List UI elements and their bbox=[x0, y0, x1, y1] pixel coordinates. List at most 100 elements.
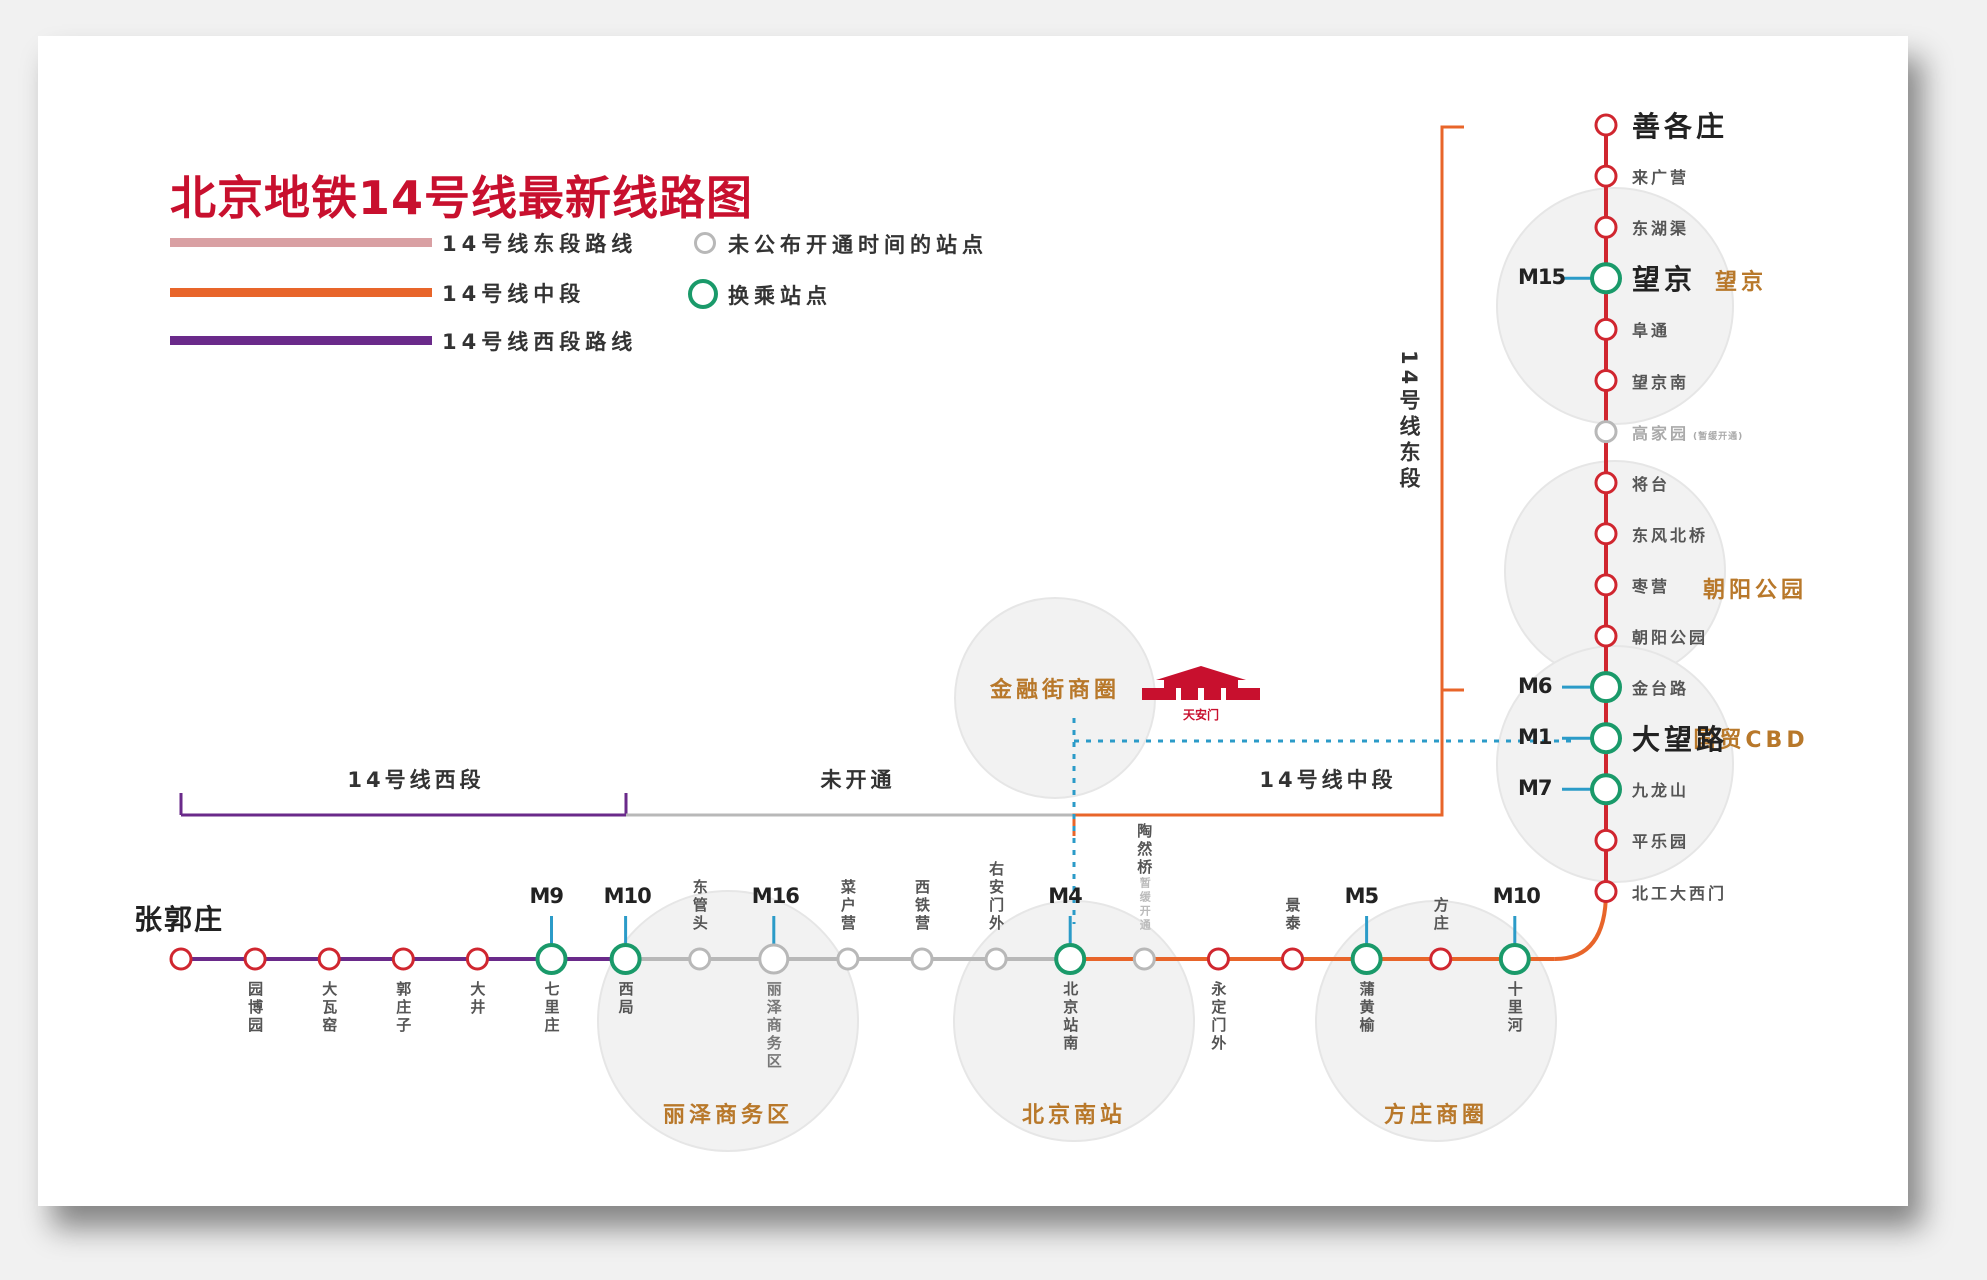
station-dot bbox=[1594, 624, 1618, 648]
station-dot bbox=[1590, 722, 1622, 755]
area-bubble bbox=[1496, 187, 1734, 425]
bracket-middle-east bbox=[1072, 125, 1464, 836]
station-dot bbox=[688, 947, 712, 971]
station-dot bbox=[169, 947, 193, 971]
segment-middle-label: 14号线中段 bbox=[1259, 768, 1397, 792]
station-label-wangjing: 望京 bbox=[1632, 263, 1697, 297]
tiananmen-gate-icon bbox=[1142, 666, 1260, 700]
station-dot bbox=[1350, 943, 1383, 975]
station-label-yuanboyuan: 园博园 bbox=[246, 981, 265, 1035]
station-dot bbox=[465, 947, 489, 971]
legend-west-swatch bbox=[170, 336, 432, 345]
station-dot bbox=[836, 947, 860, 971]
station-label-fangzhuang: 方庄 bbox=[1431, 897, 1450, 933]
station-dot bbox=[609, 943, 642, 975]
station-dot bbox=[1281, 947, 1304, 971]
station-label-yongdingmenwai: 永定门外 bbox=[1209, 981, 1228, 1053]
station-dot bbox=[1429, 947, 1453, 971]
station-dot bbox=[1054, 943, 1087, 975]
station-dot bbox=[1594, 828, 1618, 852]
station-label-beigongdaximen: 北工大西门 bbox=[1632, 883, 1728, 903]
station-label-shilihe: 十里河 bbox=[1505, 981, 1524, 1035]
station-dot bbox=[1594, 880, 1618, 903]
tiananmen-label: 天安门 bbox=[1182, 708, 1220, 722]
station-label-puhuangyu: 蒲黄榆 bbox=[1357, 981, 1376, 1035]
station-dot bbox=[1590, 262, 1622, 295]
station-dot bbox=[1594, 113, 1618, 137]
transfer-line-badge: M15 bbox=[1518, 265, 1566, 290]
station-label-gaojiayuan: 高家园(暂缓开通) bbox=[1632, 423, 1744, 443]
station-label-jingtai: 景泰 bbox=[1283, 897, 1302, 933]
dotted-link bbox=[1072, 718, 1573, 924]
map-title: 北京地铁14号线最新线路图 bbox=[170, 171, 754, 225]
segment-unopened-label: 未开通 bbox=[820, 768, 896, 792]
station-label-zaoying: 枣营 bbox=[1632, 576, 1671, 596]
station-label-caihuying: 菜户营 bbox=[838, 879, 857, 933]
station-dot bbox=[391, 947, 415, 971]
station-label-jiangtai: 将台 bbox=[1632, 474, 1671, 494]
unopened-station-icon bbox=[694, 232, 716, 254]
metro-map bbox=[169, 113, 1734, 1152]
segment-east-label: 14号线东段 bbox=[1397, 350, 1421, 494]
legend-unopened-label: 未公布开通时间的站点 bbox=[728, 233, 988, 257]
station-dot bbox=[1594, 164, 1618, 188]
legend-middle-swatch bbox=[170, 288, 432, 297]
station-dot bbox=[243, 947, 267, 971]
transfer-line-badge: M6 bbox=[1518, 674, 1553, 699]
station-label-dawanglu: 大望路 bbox=[1632, 723, 1729, 757]
legend-east-label: 14号线东段路线 bbox=[442, 232, 638, 256]
station-label-laiguangying: 来广营 bbox=[1632, 168, 1690, 188]
transfer-line-badge: M10 bbox=[1492, 884, 1541, 908]
transfer-line-badge: M5 bbox=[1344, 884, 1380, 908]
transfer-station-icon bbox=[688, 279, 718, 309]
station-label-xitieying: 西铁营 bbox=[913, 879, 931, 933]
area-chaoyang-park: 朝阳公园 bbox=[1702, 578, 1808, 603]
station-label-youanmenwai: 右安门外 bbox=[987, 861, 1006, 933]
area-wangjing: 望京 bbox=[1714, 270, 1768, 295]
station-dot bbox=[1594, 369, 1618, 392]
station-dot bbox=[1206, 947, 1230, 971]
station-label-dawayao: 大瓦窑 bbox=[320, 981, 339, 1035]
station-label-dongfengbeiqiao: 东风北桥 bbox=[1632, 525, 1709, 545]
station-dot bbox=[1132, 947, 1156, 971]
station-label-dajing: 大井 bbox=[468, 981, 487, 1017]
station-dot bbox=[317, 947, 341, 971]
station-dot bbox=[1498, 943, 1531, 975]
station-dot bbox=[535, 943, 568, 975]
station-label-beijingnan: 北京站南 bbox=[1061, 981, 1080, 1053]
station-label-jintailu: 金台路 bbox=[1632, 679, 1690, 699]
station-label-shangezhuang: 善各庄 bbox=[1632, 110, 1729, 143]
station-dot bbox=[758, 943, 790, 975]
station-label-xiju: 西局 bbox=[616, 981, 635, 1017]
station-dot bbox=[1594, 317, 1618, 341]
station-dot bbox=[984, 947, 1008, 971]
station-dot bbox=[1590, 671, 1622, 704]
transfer-line-badge: M4 bbox=[1048, 884, 1083, 908]
station-label-lize: 丽泽商务区 bbox=[764, 981, 783, 1071]
transfer-line-badge: M9 bbox=[529, 884, 565, 908]
station-label-guozhuangzi: 郭庄子 bbox=[394, 981, 413, 1035]
bracket-west bbox=[179, 793, 628, 817]
segment-west-label: 14号线西段 bbox=[347, 768, 485, 792]
station-dot bbox=[1594, 420, 1618, 444]
station-dot bbox=[1590, 773, 1622, 806]
legend-transfer-label: 换乘站点 bbox=[728, 284, 832, 308]
station-dot bbox=[1594, 471, 1618, 495]
station-label-donghuqu: 东湖渠 bbox=[1632, 219, 1690, 239]
station-label-jiulongshan: 九龙山 bbox=[1632, 781, 1690, 801]
area-finance-street: 金融街商圈 bbox=[989, 678, 1121, 703]
area-cbd: 国贸CBD bbox=[1693, 728, 1809, 753]
terminal-west-label: 张郭庄 bbox=[134, 903, 225, 936]
transfer-line-badge: M1 bbox=[1518, 725, 1553, 750]
station-dot bbox=[910, 947, 934, 971]
station-label-wangjingnan: 望京南 bbox=[1632, 372, 1690, 392]
legend-middle-label: 14号线中段 bbox=[442, 282, 586, 306]
transfer-line-badge: M7 bbox=[1518, 776, 1553, 801]
transfer-line-badge: M16 bbox=[751, 884, 800, 908]
track-curve bbox=[1554, 891, 1608, 961]
area-lize: 丽泽商务区 bbox=[662, 1103, 794, 1128]
station-label-pingleyuan: 平乐园 bbox=[1632, 832, 1690, 852]
station-label-taoranqiao: 陶然桥暂缓开通 bbox=[1135, 823, 1154, 933]
station-label-futong: 阜通 bbox=[1632, 321, 1671, 341]
station-label-dongguantou: 东管头 bbox=[690, 879, 709, 933]
